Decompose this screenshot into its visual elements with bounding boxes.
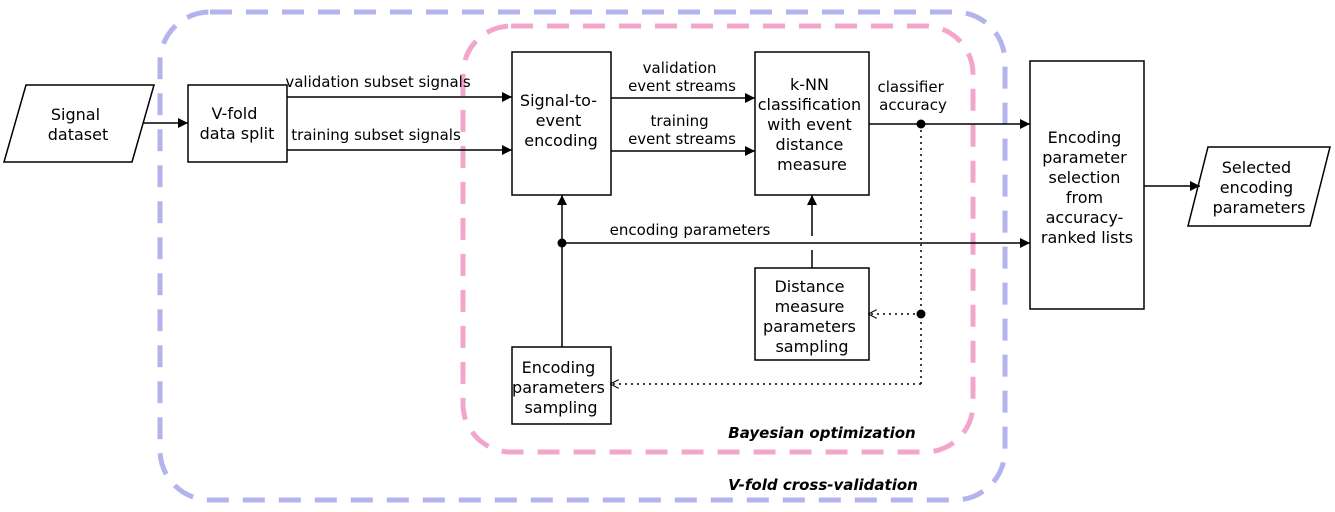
signal-dataset-label: Signal dataset xyxy=(48,105,109,144)
signal-dataset-shape xyxy=(3,84,155,163)
feedback-junction-dot xyxy=(916,309,926,319)
distance-sampling-label: Distance measure parameters sampling xyxy=(763,277,861,356)
parameter-selection-label: Encoding parameter selection from accura… xyxy=(1041,128,1133,247)
parameters-junction-dot xyxy=(557,238,567,248)
bayesian-region xyxy=(460,23,976,455)
validation-streams-label: validation event streams xyxy=(628,59,736,95)
knn-label: k-NN classification with event distance … xyxy=(758,75,867,174)
accuracy-junction-dot xyxy=(916,119,926,129)
selected-parameters-shape xyxy=(1187,146,1331,227)
selected-parameters-label: Selected encoding parameters xyxy=(1213,158,1306,217)
validation-subset-label: validation subset signals xyxy=(285,73,471,91)
training-subset-label: training subset signals xyxy=(291,126,461,144)
encoding-sampling-block xyxy=(511,346,612,425)
crossval-region xyxy=(157,9,1008,503)
vfold-split-label: V-fold data split xyxy=(200,104,275,143)
encoding-parameters-label: encoding parameters xyxy=(610,221,771,239)
training-streams-label: training event streams xyxy=(628,112,736,148)
encoding-sampling-label: Encoding parameters sampling xyxy=(512,358,610,417)
crossval-region-title: V-fold cross-validation xyxy=(728,476,918,494)
bayesian-region-title: Bayesian optimization xyxy=(728,424,915,442)
vfold-split-block xyxy=(187,84,288,163)
classifier-accuracy-label: classifier accuracy xyxy=(877,78,948,114)
distance-sampling-block xyxy=(754,267,870,361)
signal-to-event-block xyxy=(511,51,612,196)
parameter-selection-block xyxy=(1029,60,1145,310)
signal-to-event-label: Signal-to- event encoding xyxy=(520,91,602,150)
